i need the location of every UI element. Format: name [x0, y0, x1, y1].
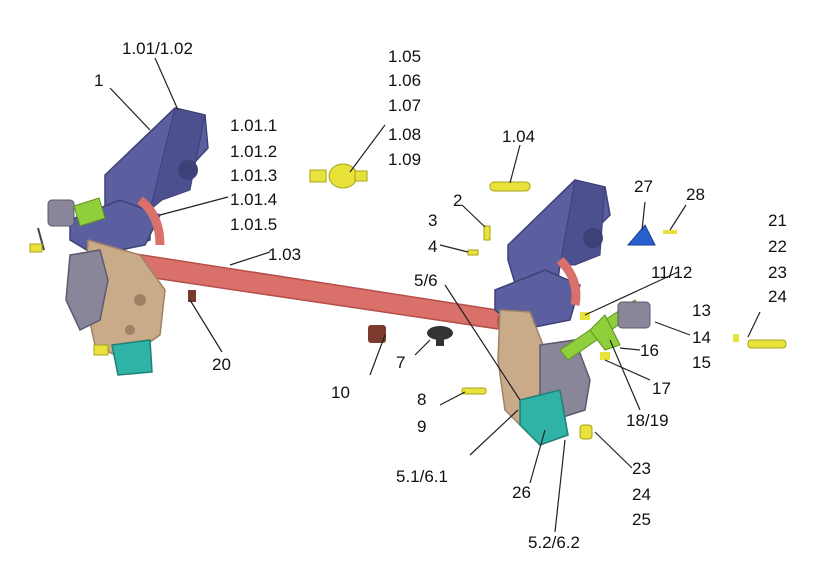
label-10: 10: [331, 383, 350, 402]
label-21: 21: [768, 211, 787, 230]
label-13: 13: [692, 301, 711, 320]
label-8: 8: [417, 390, 427, 409]
bolt-21-24: [733, 334, 787, 349]
label-28: 28: [686, 185, 705, 204]
label-1-01-4: 1.01.4: [230, 190, 278, 209]
label-2: 2: [453, 191, 463, 210]
screw-28: [663, 230, 677, 234]
label-14: 14: [692, 328, 711, 347]
label-7: 7: [396, 353, 406, 372]
label-24-a: 24: [768, 287, 787, 306]
label-1-08: 1.08: [388, 125, 422, 144]
label-17: 17: [652, 379, 671, 398]
label-15: 15: [692, 353, 711, 372]
right-hanger-bracket: [494, 179, 611, 331]
label-20: 20: [212, 355, 231, 374]
label-18-19: 18/19: [626, 411, 669, 430]
label-25: 25: [632, 510, 651, 529]
label-1-04: 1.04: [502, 127, 536, 146]
label-1-01-5: 1.01.5: [230, 215, 278, 234]
left-brake-assembly: [65, 239, 166, 376]
right-link-arms: [559, 299, 651, 361]
label-24-b: 24: [632, 485, 651, 504]
label-1-01-2: 1.01.2: [230, 142, 278, 161]
left-valve-assembly: [29, 197, 106, 253]
label-1-01-1-02: 1.01/1.02: [122, 39, 193, 58]
leader-lines: [109, 57, 761, 533]
label-23-a: 23: [768, 263, 787, 282]
label-1-09: 1.09: [388, 150, 422, 169]
label-5-6: 5/6: [414, 271, 438, 290]
label-3: 3: [428, 211, 438, 230]
right-brake-assembly: [497, 309, 593, 446]
label-1-05: 1.05: [388, 47, 422, 66]
label-27: 27: [634, 177, 653, 196]
label-1-07: 1.07: [388, 96, 422, 115]
label-1-01-1: 1.01.1: [230, 116, 278, 135]
label-1-01-3: 1.01.3: [230, 166, 278, 185]
label-9: 9: [417, 417, 427, 436]
cap-7: [427, 326, 453, 346]
label-1-06: 1.06: [388, 71, 422, 90]
left-hanger-bracket: [69, 107, 209, 256]
label-16: 16: [640, 341, 659, 360]
bushing-10: [368, 325, 386, 343]
label-22: 22: [768, 237, 787, 256]
label-26: 26: [512, 483, 531, 502]
bolt-8: [461, 387, 487, 395]
bolt-3: [483, 225, 491, 241]
clip-27: [626, 224, 656, 246]
label-5-2-6-2: 5.2/6.2: [528, 533, 580, 552]
pin-1-04: [489, 181, 531, 192]
label-23-b: 23: [632, 459, 651, 478]
bolt-4: [467, 249, 479, 256]
label-1: 1: [94, 71, 104, 90]
label-1-03: 1.03: [268, 245, 302, 264]
label-5-1-6-1: 5.1/6.1: [396, 467, 448, 486]
label-11-12: 11/12: [651, 263, 693, 282]
bushing-1-05: [309, 163, 368, 189]
bump-stop-20: [188, 290, 196, 302]
label-4: 4: [428, 237, 438, 256]
